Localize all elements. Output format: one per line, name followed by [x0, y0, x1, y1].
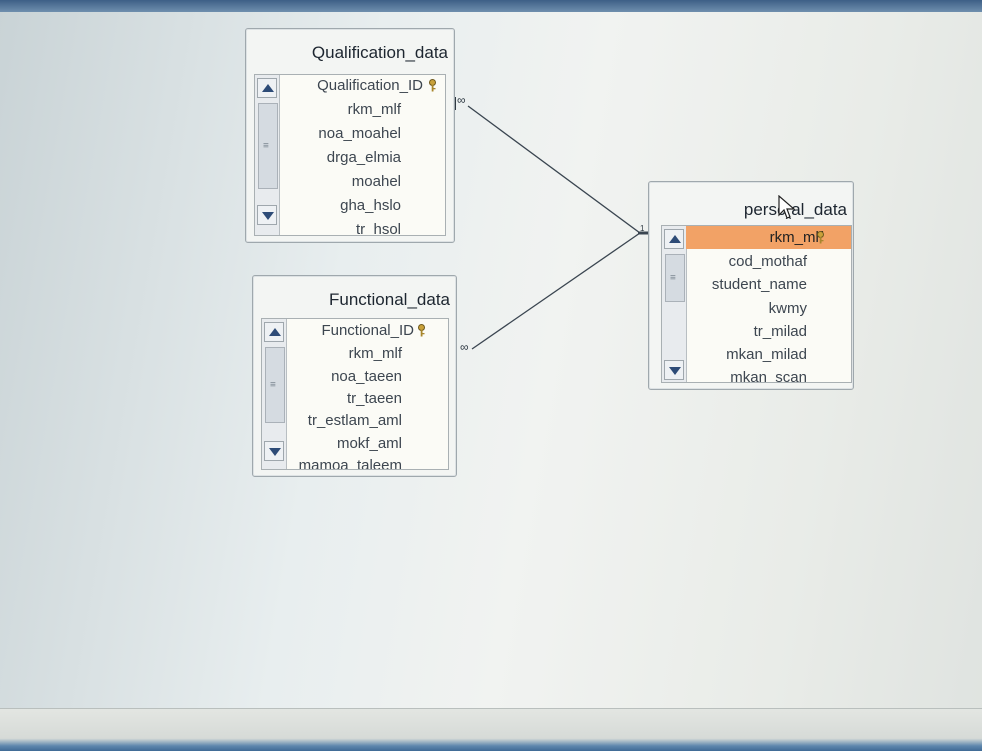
mouse-pointer-icon [778, 195, 795, 219]
field-row[interactable]: tr_taeen [346, 390, 402, 407]
field-row[interactable]: tr_milad [753, 323, 807, 340]
table-title[interactable]: persc‸al_data [743, 200, 847, 219]
field-list[interactable]: rkm_mlf cod_mothaf student_name kwmy tr_… [661, 225, 852, 383]
top-window-edge [0, 0, 982, 12]
field-list[interactable]: Qualification_ID rkm_mlf noa_moahel drga… [254, 74, 446, 236]
field-row[interactable]: drga_elmia [326, 149, 401, 166]
scroll-thumb[interactable] [665, 254, 685, 302]
many-symbol-functional: ∞ [460, 340, 469, 354]
vertical-scrollbar[interactable] [662, 226, 687, 382]
field-row[interactable]: rkm_mlf [347, 101, 401, 118]
relationship-line-qualification-personal[interactable] [467, 105, 641, 234]
table-title[interactable]: Functional_data [329, 290, 450, 309]
vertical-scrollbar[interactable] [255, 75, 280, 235]
field-row[interactable]: mkan_scan [730, 369, 807, 383]
field-row[interactable]: Functional_ID [321, 322, 414, 339]
personal-data-table[interactable]: persc‸al_data rkm_mlf cod_mothaf student… [648, 181, 854, 390]
field-row[interactable]: cod_mothaf [728, 253, 807, 270]
relationship-line-functional-personal[interactable] [471, 232, 641, 350]
field-row[interactable]: noa_moahel [318, 125, 401, 142]
down-arrow-icon[interactable] [264, 441, 284, 461]
up-arrow-icon[interactable] [264, 322, 284, 342]
field-row[interactable]: gha_hslo [340, 197, 401, 214]
up-arrow-icon[interactable] [257, 78, 277, 98]
scroll-thumb[interactable] [265, 347, 285, 423]
key-icon [418, 324, 425, 337]
field-row[interactable]: student_name [711, 276, 807, 293]
down-arrow-icon[interactable] [257, 205, 277, 225]
field-row[interactable]: kwmy [768, 300, 807, 317]
field-row[interactable]: rkm_mlf [348, 345, 402, 362]
field-row[interactable]: mokf_aml [336, 435, 402, 452]
bottom-taskbar-edge [0, 708, 982, 751]
field-row[interactable]: Qualification_ID [317, 77, 423, 94]
key-icon [429, 79, 436, 92]
qualification-data-table[interactable]: Qualification_data Qualification_ID rkm_… [245, 28, 455, 243]
one-symbol-personal: 1 [640, 224, 645, 233]
field-row[interactable]: tr_estlam_aml [307, 412, 402, 429]
field-row[interactable]: mkan_milad [726, 346, 807, 363]
down-arrow-icon[interactable] [664, 360, 684, 380]
up-arrow-icon[interactable] [664, 229, 684, 249]
table-title[interactable]: Qualification_data [311, 43, 448, 62]
field-row[interactable]: mamoa_taleem [298, 457, 402, 470]
field-row[interactable]: noa_taeen [331, 368, 402, 385]
key-icon [817, 231, 824, 244]
scroll-thumb[interactable] [258, 103, 278, 189]
field-row[interactable]: moahel [351, 173, 401, 190]
functional-data-table[interactable]: Functional_data Functional_ID rkm_mlf no… [252, 275, 457, 477]
field-row[interactable]: tr_hsol [355, 221, 401, 236]
field-list[interactable]: Functional_ID rkm_mlf noa_taeen tr_taeen… [261, 318, 449, 470]
selected-field-row[interactable]: rkm_mlf [686, 226, 851, 249]
many-symbol-qualification: ∞ [457, 93, 466, 107]
vertical-scrollbar[interactable] [262, 319, 287, 469]
